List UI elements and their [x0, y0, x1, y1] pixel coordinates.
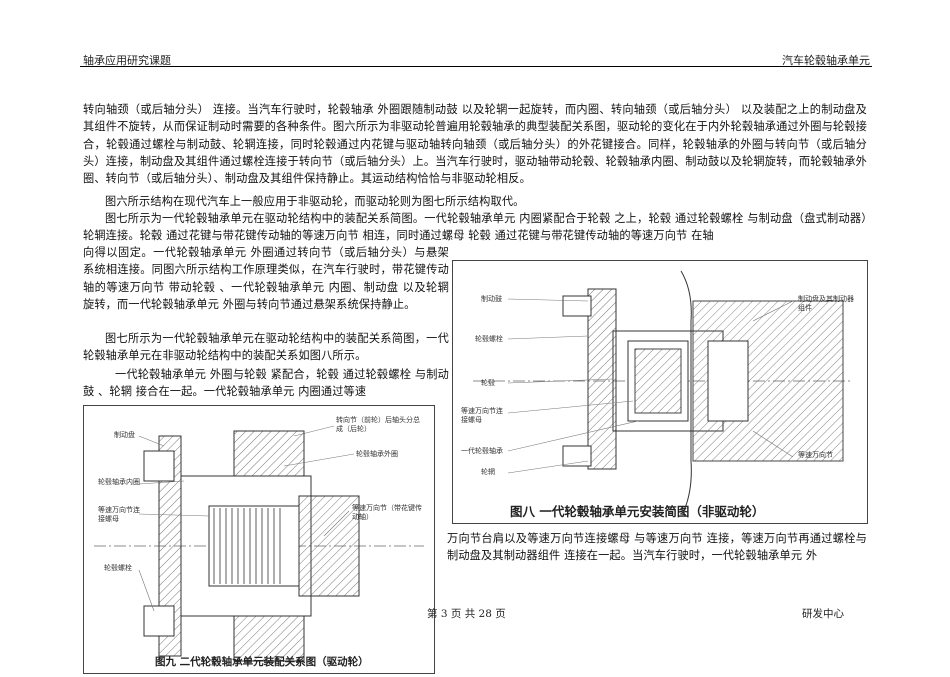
paragraph-4: 图七所示为一代轮毂轴承单元在驱动轮结构中的装配关系简图，一代轮毂轴承单元在非驱动… [83, 332, 449, 363]
fig9-label-inner-ring: 轮毂轴承内圈 [98, 478, 140, 486]
fig9-label-knuckle: 转向节（前轮）后轴头分总成（后轮） [336, 416, 420, 433]
fig8-label-hub-bolt: 轮毂螺栓 [475, 335, 503, 343]
fig8-label-brake-drum: 制动鼓 [481, 295, 502, 303]
figure-9-drawing [94, 425, 424, 662]
header-left: 轴承应用研究课题 [83, 54, 171, 67]
figure-9: 制动盘 轮毂轴承内圈 等速万向节连接螺母 轮毂螺栓 转向节（前轮）后轴头分总成（… [83, 405, 435, 674]
figure-8: 制动鼓 轮毂螺栓 轮毂 等速万向节连接螺母 一代轮毂轴承 轮辋 制动盘及其制动器… [452, 260, 868, 524]
figure-8-caption: 图八 一代轮毂轴承单元安装简图（非驱动轮） [510, 504, 765, 519]
paragraph-3-continued: 向得以固定。一代轮毂轴承单元 外圈通过转向节（或后轴分头）与悬架系统相连接。同图… [83, 246, 449, 311]
fig8-label-bearing: 一代轮毂轴承 [461, 447, 503, 455]
fig8-label-brake-assembly: 制动盘及其制动器组件 [798, 295, 854, 312]
paragraph-5: 一代轮毂轴承单元 外圈与轮毂 紧配合，轮毂 通过轮毂螺栓 与制动鼓 、轮辋 接合… [83, 368, 449, 399]
footer-page-number: 第 3 页 共 28 页 [427, 608, 506, 620]
paragraph-6: 万向节台肩以及等速万向节连接螺母 与等速万向节 连接，等速万向节再通过螺栓与制动… [447, 532, 867, 563]
paragraph-1: 转向轴颈（或后轴分头） 连接。当汽车行驶时，轮毂轴承 外圈跟随制动鼓 以及轮辋一… [83, 103, 867, 186]
header-right: 汽车轮毂轴承单元 [782, 54, 870, 67]
fig8-label-cv-nut: 等速万向节连接螺母 [461, 407, 503, 424]
header-rule [80, 66, 872, 67]
fig9-label-outer-ring: 轮毂轴承外圈 [356, 450, 398, 458]
fig9-label-cv-nut: 等速万向节连接螺母 [98, 506, 140, 523]
fig9-label-brake-disc: 制动盘 [114, 431, 135, 439]
footer-org: 研发中心 [802, 608, 844, 620]
fig8-label-cv-joint: 等速万向节 [798, 451, 833, 459]
fig9-label-hub-bolt: 轮毂螺栓 [104, 564, 132, 572]
paragraph-2: 图六所示结构在现代汽车上一般应用于非驱动轮，而驱动轮则为图七所示结构取代。 [105, 195, 525, 208]
paragraph-3: 图七所示为一代轮毂轴承单元在驱动轮结构中的装配关系简图。一代轮毂轴承单元 内圈紧… [83, 212, 867, 243]
fig8-label-hub: 轮毂 [481, 379, 495, 387]
fig9-label-cv-joint: 等速万向节（带花键传动轴） [352, 504, 422, 521]
fig8-label-rim: 轮辋 [481, 468, 495, 476]
figure-8-drawing [473, 270, 853, 514]
figure-9-caption: 图九 二代轮毂轴承单元装配关系图（驱动轮） [155, 656, 369, 668]
